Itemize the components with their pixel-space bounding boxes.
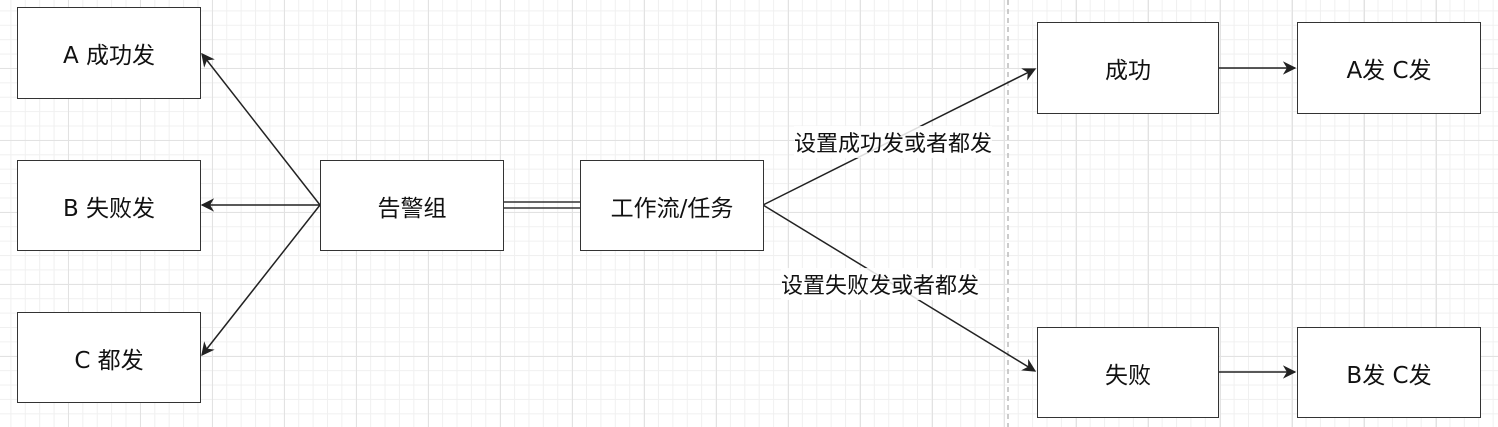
node-fail[interactable]: 失败 — [1037, 327, 1219, 418]
arrow-group-to-a — [201, 52, 321, 206]
node-fail-targets[interactable]: B发 C发 — [1297, 327, 1481, 418]
node-alert-group[interactable]: 告警组 — [320, 160, 504, 251]
arrow-group-to-c — [201, 204, 321, 357]
edge-label-fail: 设置失败发或者都发 — [780, 268, 980, 300]
edge-label-success: 设置成功发或者都发 — [793, 126, 993, 158]
node-c-all[interactable]: C 都发 — [17, 312, 201, 403]
node-b-fail[interactable]: B 失败发 — [17, 160, 201, 251]
node-a-success[interactable]: A 成功发 — [17, 7, 201, 99]
node-success-targets[interactable]: A发 C发 — [1297, 22, 1481, 114]
node-workflow[interactable]: 工作流/任务 — [580, 160, 764, 251]
node-success[interactable]: 成功 — [1037, 22, 1219, 114]
